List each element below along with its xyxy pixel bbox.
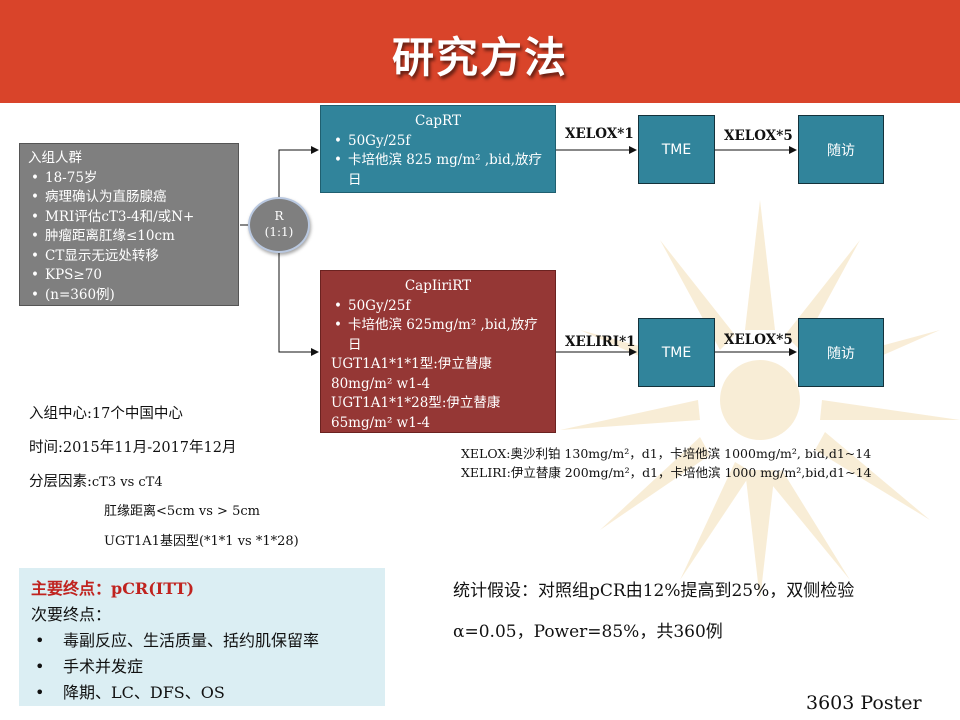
- enrollment-time: 时间:2015年11月-2017年12月: [29, 440, 237, 456]
- randomization-node: R (1:1): [248, 197, 310, 253]
- caprt-title: CapRT: [415, 113, 461, 129]
- label-xelox1: XELOX*1: [565, 126, 634, 142]
- page-title: 研究方法: [391, 33, 568, 82]
- secondary-endpoint-list: 毒副反应、生活质量、括约肌保留率 手术并发症 降期、LC、DFS、OS: [31, 628, 373, 706]
- capirirt-dose-text: UGT1A1*1*28型:伊立替康: [331, 395, 501, 411]
- stratification-factor: 肛缘距离<5cm vs > 5cm: [104, 504, 260, 519]
- secondary-endpoint-item: 降期、LC、DFS、OS: [31, 680, 373, 706]
- inclusion-item: CT显示无远处转移: [28, 247, 230, 267]
- inclusion-box: 入组人群 18-75岁 病理确认为直肠腺癌 MRI评估cT3-4和/或N+ 肿瘤…: [19, 143, 239, 306]
- connector-r-to-caprt: [278, 146, 319, 197]
- statistical-power: α=0.05，Power=85%，共360例: [453, 622, 723, 642]
- stratification-factors: 分层因素:cT3 vs cT4: [29, 470, 163, 491]
- regimen-xeliri: XELIRI:伊立替康 200mg/m²，d1，卡培他滨 1000 mg/m²,…: [461, 465, 872, 480]
- capirirt-list: 50Gy/25f 卡培他滨 625mg/m² ,bid,放疗日: [331, 297, 545, 356]
- capirirt-dose-text: 65mg/m² w1-4: [331, 414, 430, 431]
- stratification-label: 分层因素:: [29, 474, 92, 490]
- secondary-endpoint-label: 次要终点：: [31, 605, 112, 624]
- label-xelox5-upper: XELOX*5: [724, 128, 793, 144]
- header-bar: 研究方法: [0, 0, 960, 103]
- randomization-label: R: [274, 209, 284, 223]
- inclusion-list: 18-75岁 病理确认为直肠腺癌 MRI评估cT3-4和/或N+ 肿瘤距离肛缘≤…: [28, 169, 230, 306]
- inclusion-item: 病理确认为直肠腺癌: [28, 188, 230, 208]
- caprt-arm-box: CapRT 50Gy/25f 卡培他滨 825 mg/m² ,bid,放疗日: [320, 105, 556, 193]
- statistical-hypothesis: 统计假设：对照组pCR由12%提高到25%，双侧检验: [453, 581, 855, 601]
- inclusion-item: 肿瘤距离肛缘≤10cm: [28, 227, 230, 247]
- capirirt-dose-text: 80mg/m² w1-4: [331, 375, 430, 392]
- capirirt-title: CapIiriRT: [404, 278, 472, 294]
- inclusion-item: 18-75岁: [28, 169, 230, 189]
- tme-node-upper: TME: [638, 115, 715, 184]
- stratification-factor: UGT1A1基因型(*1*1 vs *1*28): [104, 534, 299, 549]
- secondary-endpoint-item: 毒副反应、生活质量、括约肌保留率: [31, 628, 373, 654]
- label-xelox5-lower: XELOX*5: [724, 332, 793, 348]
- randomization-ratio: (1:1): [264, 225, 294, 239]
- inclusion-item: MRI评估cT3-4和/或N+: [28, 208, 230, 228]
- capirirt-dose-text: UGT1A1*1*1型:伊立替康: [331, 356, 492, 372]
- capirirt-item: 卡培他滨 625mg/m² ,bid,放疗日: [331, 316, 545, 355]
- capirirt-arm-box: CapIiriRT 50Gy/25f 卡培他滨 625mg/m² ,bid,放疗…: [320, 270, 556, 433]
- connector-r-to-capirirt: [278, 253, 319, 356]
- followup-node-lower: 随访: [798, 318, 884, 387]
- caprt-item: 卡培他滨 825 mg/m² ,bid,放疗日: [331, 151, 545, 190]
- secondary-endpoint-item: 手术并发症: [31, 654, 373, 680]
- inclusion-title: 入组人群: [28, 150, 82, 166]
- poster-number: 3603 Poster: [806, 692, 922, 714]
- inclusion-item: (n=360例): [28, 286, 230, 306]
- endpoints-box: 主要终点：pCR(ITT) 次要终点： 毒副反应、生活质量、括约肌保留率 手术并…: [19, 568, 385, 706]
- enrollment-centers: 入组中心:17个中国中心: [29, 406, 183, 422]
- followup-node-upper: 随访: [798, 115, 884, 184]
- caprt-list: 50Gy/25f 卡培他滨 825 mg/m² ,bid,放疗日: [331, 132, 545, 191]
- tme-node-lower: TME: [638, 318, 715, 387]
- caprt-item: 50Gy/25f: [331, 132, 545, 152]
- capirirt-item: 50Gy/25f: [331, 297, 545, 317]
- primary-endpoint: 主要终点：pCR(ITT): [31, 579, 195, 598]
- inclusion-item: KPS≥70: [28, 266, 230, 286]
- regimen-xelox: XELOX:奥沙利铂 130mg/m²，d1，卡培他滨 1000mg/m², b…: [461, 446, 872, 461]
- stratification-factor: cT3 vs cT4: [91, 475, 163, 490]
- regimen-notes: XELOX:奥沙利铂 130mg/m²，d1，卡培他滨 1000mg/m², b…: [461, 444, 872, 482]
- label-xeliri1: XELIRI*1: [565, 334, 636, 350]
